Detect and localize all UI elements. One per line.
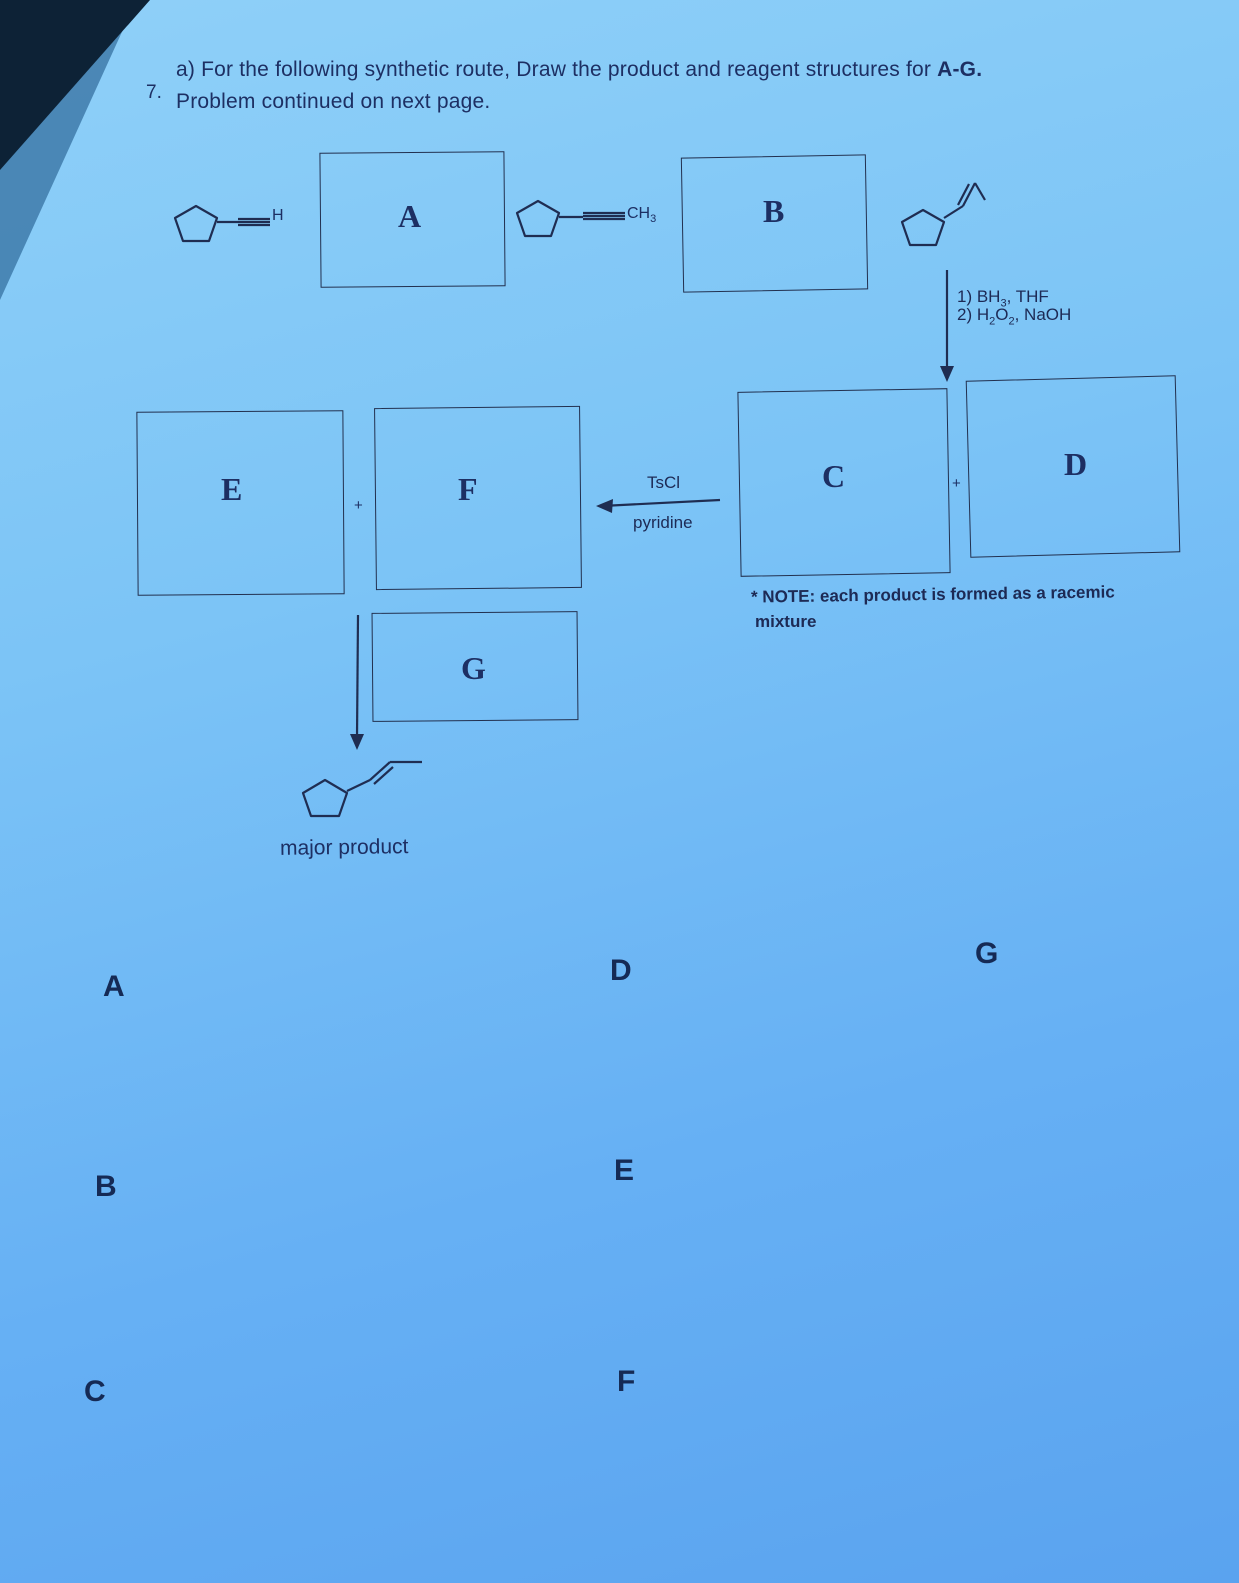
answer-label-a: A (103, 970, 125, 1003)
plus-e-f: + (354, 497, 363, 514)
box-c-label: C (822, 458, 846, 494)
arrow-tscl (601, 498, 721, 508)
plus-c-d: + (952, 475, 961, 492)
box-f[interactable] (374, 405, 582, 591)
box-b-label: B (763, 193, 785, 229)
major-product-label: major product (279, 835, 409, 860)
cyclopentane-ring-3 (900, 208, 946, 247)
reagent-step-1-tail: , THF (1006, 287, 1049, 306)
box-d-label: D (1064, 446, 1088, 482)
reagent-step-2-tail: , NaOH (1014, 305, 1072, 324)
box-g-label: G (461, 650, 486, 686)
cyclopentane-ring-2 (515, 199, 561, 238)
answer-label-d: D (610, 954, 632, 987)
reagent-step-1-text: 1) BH (957, 287, 1001, 306)
question-number: 7. (146, 82, 162, 103)
reagent-step-1: 1) BH3, THF (957, 287, 1049, 309)
answer-label-c: C (84, 1375, 106, 1408)
answer-label-f: F (617, 1365, 636, 1398)
answer-label-b: B (95, 1170, 117, 1203)
reagent-step-2-sub2: 2 (1008, 315, 1015, 328)
answer-label-e: E (614, 1154, 635, 1187)
arrow-elimination (355, 614, 360, 739)
methyl-subscript: 3 (650, 213, 657, 226)
cyclopentane-ring-1 (173, 204, 219, 243)
reagent-step-2-mid: O (995, 305, 1009, 324)
question-bold-range: A-G. (937, 58, 983, 81)
question-text: a) For the following synthetic route, Dr… (176, 58, 932, 81)
reagent-step-1-sub: 3 (1000, 297, 1007, 310)
reagent-step-2-sub1: 2 (989, 315, 996, 328)
answer-label-g: G (975, 937, 999, 970)
box-e-label: E (221, 471, 243, 507)
reagent-pyridine: pyridine (633, 513, 693, 532)
box-a-label: A (398, 198, 422, 234)
reagent-tscl: TsCl (647, 473, 681, 492)
note-line-2: mixture (755, 612, 817, 631)
cyclopentane-ring-4 (301, 778, 349, 818)
methyl-label: CH3 (627, 205, 656, 225)
reagent-step-2: 2) H2O2, NaOH (957, 305, 1071, 327)
terminal-h-label: H (272, 207, 284, 224)
methyl-text: CH (627, 205, 651, 222)
question-line-1: a) For the following synthetic route, Dr… (176, 58, 982, 82)
reagent-step-2-text: 2) H (957, 305, 990, 324)
box-f-label: F (458, 471, 478, 507)
question-line-2: Problem continued on next page. (176, 90, 491, 113)
